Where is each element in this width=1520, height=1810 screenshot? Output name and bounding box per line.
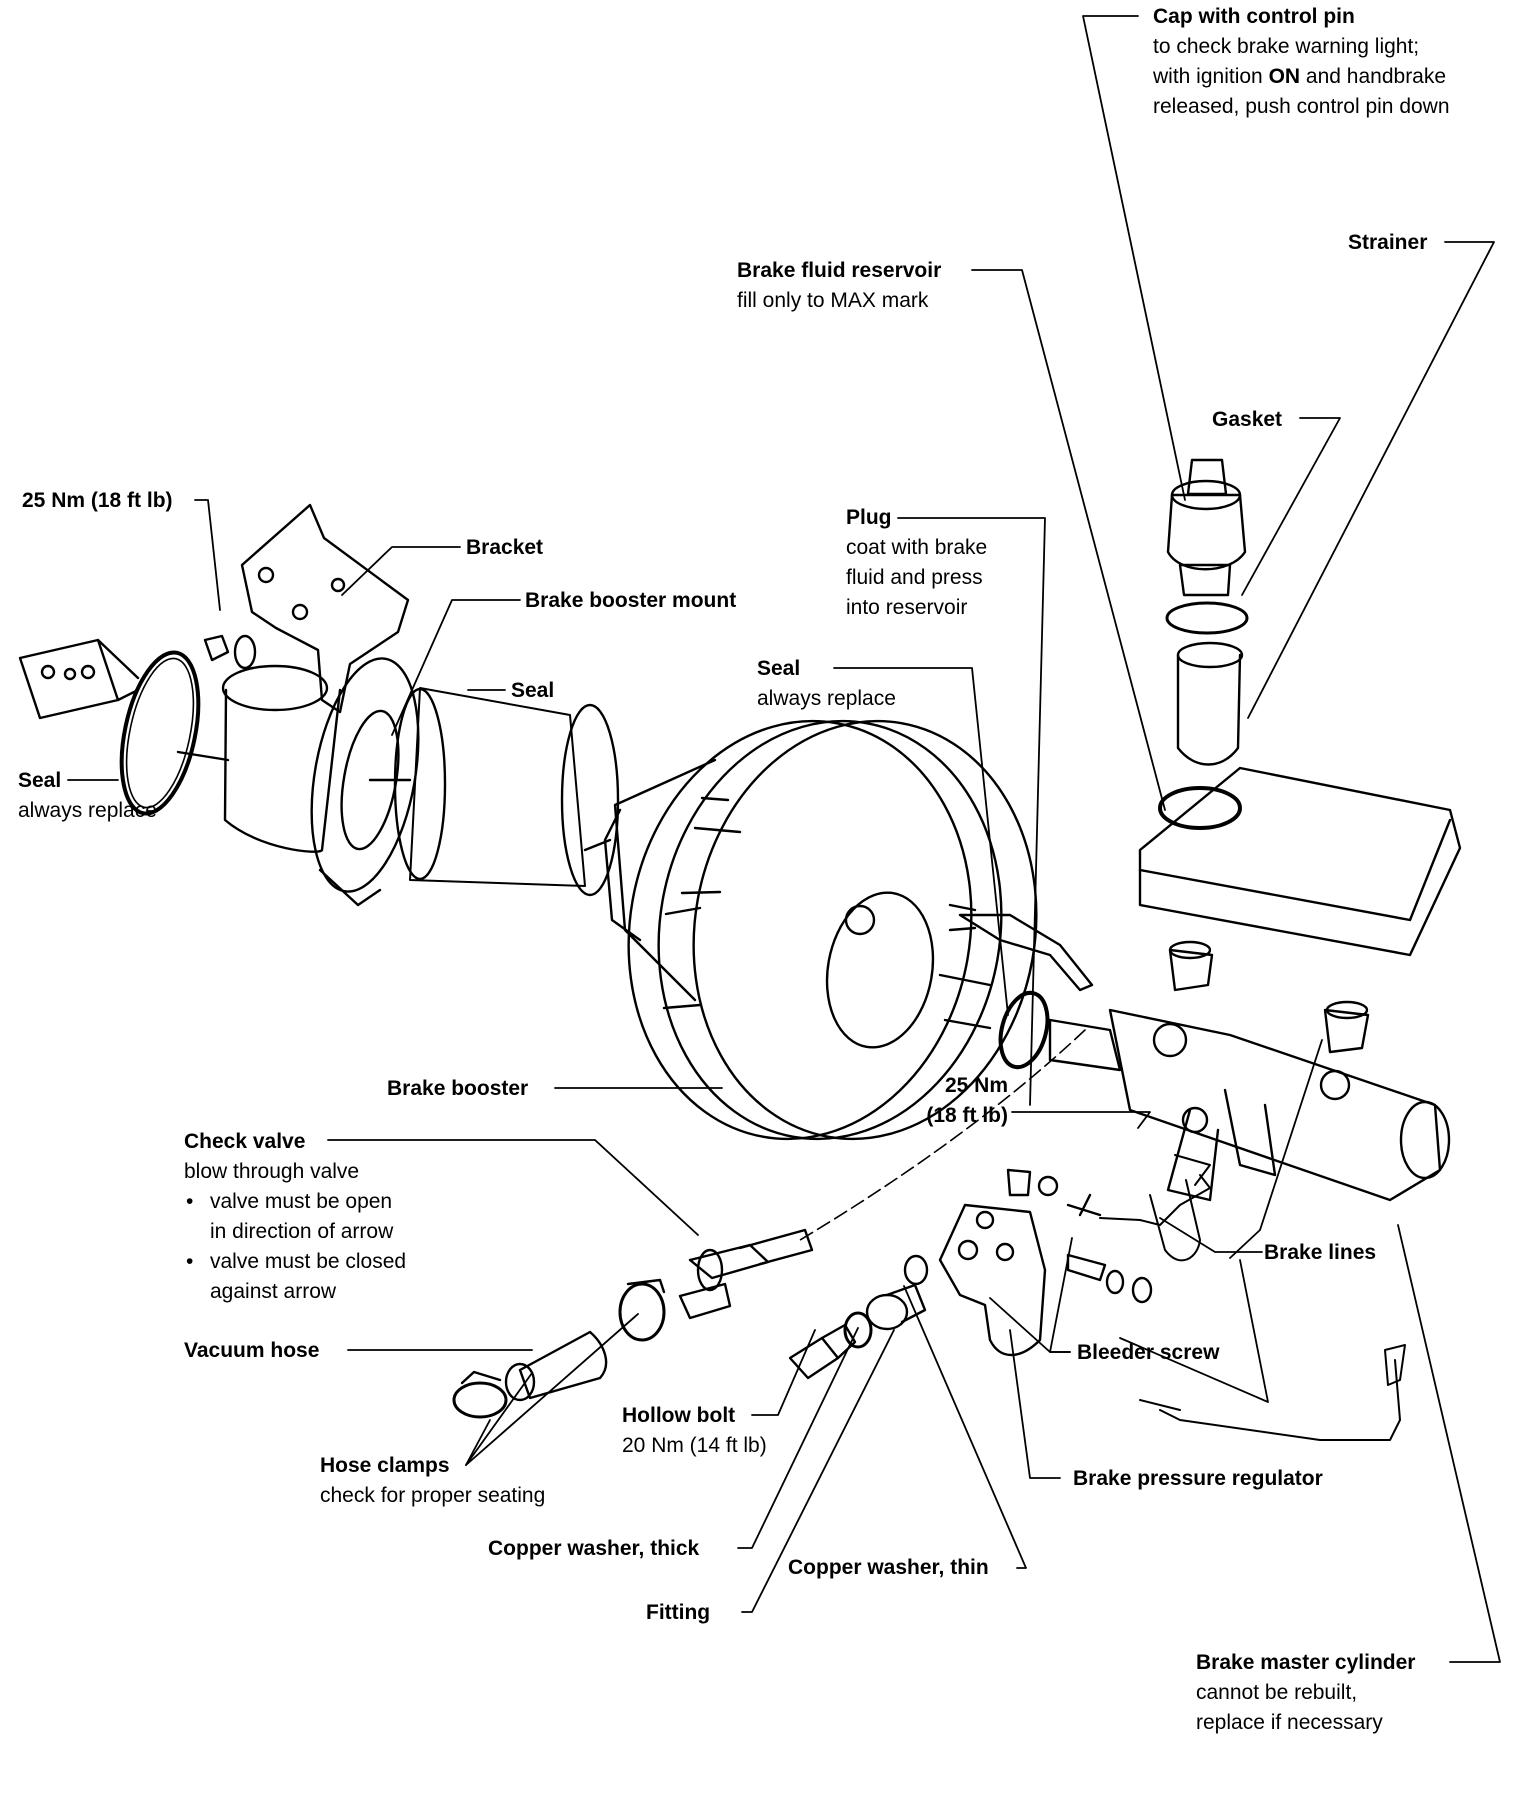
label-vacuum-hose: Vacuum hose [184, 1339, 320, 1362]
nut-washer [203, 634, 257, 670]
label-gasket: Gasket [1212, 408, 1283, 431]
seal-right-ring [998, 990, 1050, 1070]
label-plug: Plug coat with brake fluid and press int… [846, 506, 988, 619]
hose-clamp-upper [618, 1278, 666, 1342]
pressure-regulator-body [938, 1203, 1047, 1357]
label-fitting: Fitting [646, 1601, 711, 1624]
fitting-shape [865, 1283, 927, 1331]
assembly-axis [799, 1029, 1086, 1241]
label-cap-with-control-pin: Cap with control pin to check brake warn… [1153, 5, 1450, 118]
gasket-ring [1165, 601, 1249, 635]
label-brake-lines: Brake lines [1264, 1241, 1377, 1264]
booster-mount-cylinder [176, 664, 342, 853]
label-bracket: Bracket [466, 536, 544, 559]
reservoir-seal-ring [1158, 786, 1242, 830]
brake-booster-body [603, 719, 1038, 1141]
label-brake-master-cylinder: Brake master cylinder cannot be rebuilt,… [1196, 1651, 1416, 1734]
label-hose-clamps: Hose clamps check for proper seating [320, 1454, 546, 1507]
master-cylinder-body [1048, 1008, 1451, 1202]
booster-mount-plate [310, 657, 420, 907]
reservoir-plugs [1168, 940, 1370, 1054]
copper-washer-thick-shape [843, 1311, 873, 1349]
label-copper-washer-thin: Copper washer, thin [788, 1556, 989, 1579]
brake-lines-shape [1099, 1154, 1406, 1441]
label-hollow-bolt: Hollow bolt 20 Nm (14 ft lb) [622, 1404, 767, 1457]
hose-clamp-lower [452, 1370, 508, 1419]
strainer-shape [1176, 641, 1244, 766]
leader-lines [67, 15, 1501, 1663]
label-seal-left: Seal always replace [18, 769, 157, 822]
reservoir-cap [1166, 458, 1247, 597]
label-brake-pressure-regulator: Brake pressure regulator [1073, 1467, 1323, 1490]
label-copper-washer-thick: Copper washer, thick [488, 1537, 700, 1560]
bleeder-screw-shape [1066, 1253, 1153, 1304]
label-bleeder-screw: Bleeder screw [1077, 1341, 1220, 1364]
label-check-valve: Check valve blow through valve valve mus… [184, 1127, 406, 1307]
bullet-valve-open: valve must be open [184, 1187, 406, 1217]
booster-studs [938, 973, 992, 1030]
label-seal-center: Seal [511, 679, 555, 702]
label-torque-25nm-left: 25 Nm (18 ft lb) [22, 489, 173, 512]
seal-left-ring [119, 650, 201, 816]
center-seal-sleeve [368, 687, 620, 897]
pushrod-clevis [18, 638, 140, 720]
hollow-bolt-shape [788, 1323, 857, 1380]
regulator-bolts [1006, 1168, 1102, 1217]
check-valve-shape [678, 1228, 814, 1320]
vacuum-hose-shape [504, 1330, 608, 1402]
label-seal-right: Seal always replace [757, 657, 896, 710]
bullet-valve-closed: valve must be closed [184, 1247, 406, 1277]
fluid-reservoir-box [1138, 766, 1462, 957]
copper-washer-thin-shape [903, 1254, 929, 1286]
seal-left-ring-inner [125, 657, 195, 809]
label-brake-booster: Brake booster [387, 1077, 529, 1100]
check-valve-port [948, 903, 1094, 992]
stud-bolts [680, 826, 742, 895]
label-brake-fluid-reservoir: Brake fluid reservoir fill only to MAX m… [737, 259, 942, 312]
cylinder-nut-bracket [1166, 1106, 1220, 1202]
label-brake-booster-mount: Brake booster mount [525, 589, 737, 612]
label-strainer: Strainer [1348, 231, 1428, 254]
label-torque-25nm-right: 25 Nm (18 ft lb) [926, 1074, 1008, 1127]
